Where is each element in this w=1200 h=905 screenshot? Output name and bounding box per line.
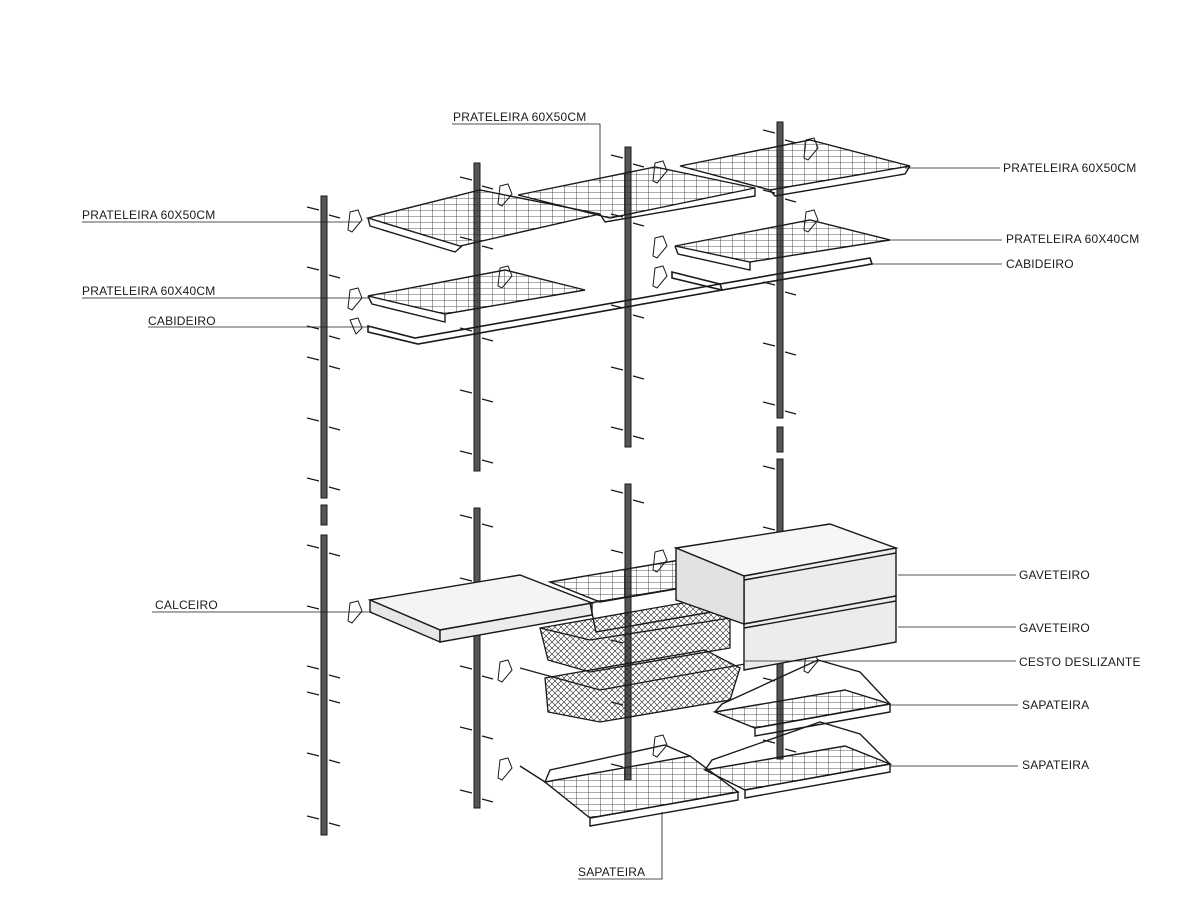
upright-post-1-gap xyxy=(320,504,328,526)
upright-post-2-bottom xyxy=(473,507,481,809)
label-calceiro: CALCEIRO xyxy=(155,598,218,612)
upright-post-4-mid xyxy=(776,426,784,453)
screws-post-3 xyxy=(610,154,645,768)
screws-post-1 xyxy=(306,206,341,827)
wire-shelf-mid-right xyxy=(674,219,891,263)
label-right-rail: CABIDEIRO xyxy=(1006,257,1074,271)
bracket xyxy=(347,287,363,311)
label-right-top-shelf: PRATELEIRA 60X50CM xyxy=(1003,161,1137,175)
upright-post-3-top xyxy=(624,146,632,448)
bracket xyxy=(347,209,363,233)
upright-post-2-top xyxy=(473,162,481,472)
screws-post-2 xyxy=(459,176,494,803)
label-shoe-shelf-upper: SAPATEIRA xyxy=(1022,698,1090,712)
upright-post-1-bottom xyxy=(320,534,328,836)
bracket xyxy=(497,757,513,781)
drawer-unit-bottom xyxy=(743,595,897,671)
bracket xyxy=(652,235,668,259)
label-left-top-shelf: PRATELEIRA 60X50CM xyxy=(82,208,216,222)
label-shoe-shelf-bottom: SAPATEIRA xyxy=(578,865,646,879)
shoe-shelves xyxy=(519,659,893,827)
top-wire-shelves xyxy=(365,139,911,253)
label-left-mid-shelf: PRATELEIRA 60X40CM xyxy=(82,284,216,298)
wire-shelf-mid-left xyxy=(367,269,586,315)
bracket xyxy=(652,265,668,289)
upright-post-1-top xyxy=(320,195,328,499)
upright-post-4-top xyxy=(776,121,784,419)
label-right-mid-shelf: PRATELEIRA 60X40CM xyxy=(1006,232,1140,246)
label-top-center-shelf: PRATELEIRA 60X50CM xyxy=(453,110,587,124)
leader-shoe-bottom xyxy=(578,812,663,880)
label-drawer-lower: GAVETEIRO xyxy=(1019,621,1090,635)
label-drawer-upper: GAVETEIRO xyxy=(1019,568,1090,582)
bracket xyxy=(349,317,363,335)
leader-lines xyxy=(82,123,1018,880)
upright-posts xyxy=(320,121,784,836)
sliding-baskets xyxy=(519,599,746,723)
bracket xyxy=(497,659,513,683)
leader-top-center xyxy=(452,123,601,183)
label-sliding-basket: CESTO DESLIZANTE xyxy=(1019,655,1141,669)
label-shoe-shelf-lower: SAPATEIRA xyxy=(1022,758,1090,772)
label-left-rail: CABIDEIRO xyxy=(148,314,216,328)
drawer-units xyxy=(673,523,899,671)
mid-wire-shelves xyxy=(367,219,891,323)
wall-screws xyxy=(306,129,797,827)
hanging-rail-right xyxy=(671,257,874,291)
